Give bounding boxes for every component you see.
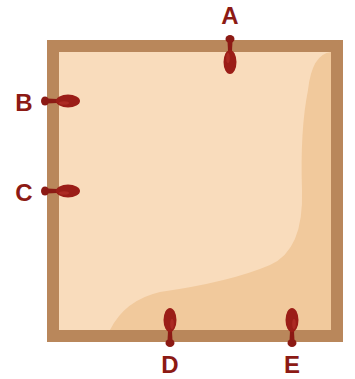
board-frame [53,46,337,336]
pin-label: D [161,353,178,377]
pin-label: A [221,4,238,28]
pin [164,308,177,347]
pin [286,308,299,347]
pin-label: E [284,353,300,377]
pin [41,95,80,108]
pin-label: C [15,181,32,205]
board-shade [110,52,331,330]
pin [41,185,80,198]
pin-label: B [15,91,32,115]
board-surface [53,46,337,336]
pin [224,35,237,74]
